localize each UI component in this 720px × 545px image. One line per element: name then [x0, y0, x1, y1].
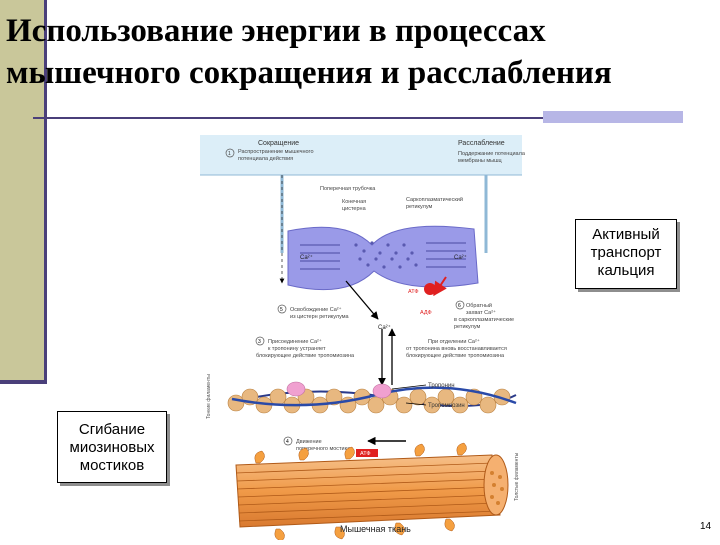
label-ca-right: Ca²⁺	[454, 254, 467, 261]
label-atp: АТФ	[408, 289, 419, 295]
sarcolemma-band	[200, 135, 522, 175]
step3-line3: блокирующее действие тропомиозина	[256, 352, 355, 359]
svg-text:6: 6	[458, 303, 461, 309]
step4-line2: поперечного мостика	[296, 446, 351, 452]
step3b-line3: блокирующее действие тропомиозина	[406, 352, 505, 359]
callout-active-transport-line1: Активный	[592, 226, 660, 243]
relax-line2: мембраны мышц	[458, 158, 502, 164]
step1-marker	[225, 148, 235, 158]
title-accent-block	[543, 111, 683, 123]
step6-line2: захват Ca²⁺	[466, 309, 496, 316]
svg-text:5: 5	[280, 307, 283, 313]
label-thin-filament: Тонкие филаменты	[206, 374, 212, 419]
atp-pump	[424, 283, 436, 295]
label-tropomyosin: Тропомиозин	[428, 403, 465, 409]
accent-bar	[0, 0, 47, 384]
svg-text:4: 4	[286, 439, 289, 445]
muscle-contraction-diagram: Сокращение Расслабление 1 Распространени…	[196, 133, 526, 542]
svg-text:1: 1	[228, 151, 231, 157]
step5-line2: из цистерн ретикулума	[290, 314, 350, 320]
label-t-tubule: Поперечная трубочка	[320, 186, 376, 192]
label-sr-2: ретикулум	[406, 204, 433, 210]
ca-stores	[354, 241, 418, 269]
step6-line1: Обратный	[466, 302, 492, 309]
label-cistern-1: Конечная	[342, 199, 366, 205]
step3-line2: к тропонину устраняет	[268, 346, 326, 352]
step6-line3: в саркоплазматические	[454, 317, 514, 323]
diagram-svg: Сокращение Расслабление 1 Распространени…	[200, 135, 526, 542]
step1-line1: Распространение мышечного	[238, 149, 314, 155]
callout-myosin-line2: миозиновых	[69, 439, 155, 456]
sr-striations	[300, 242, 466, 270]
label-thick-filament: Толстые филаменты	[514, 452, 520, 501]
atp-tag	[356, 449, 378, 457]
label-contraction: Сокращение	[258, 140, 299, 147]
step4-line1: Движение	[296, 439, 322, 445]
page-title: Использование энергии в процессах мышечн…	[6, 13, 612, 91]
callout-myosin-line1: Сгибание	[78, 421, 146, 438]
callout-myosin-bending: Сгибание миозиновых мостиков	[57, 411, 167, 483]
thick-filament-bundle	[235, 442, 509, 542]
thin-filament	[227, 381, 517, 414]
step3b-line1: При отделении Ca²⁺	[428, 338, 480, 345]
step1-line2: потенциала действия	[238, 155, 293, 162]
label-troponin: Тропонин	[428, 383, 455, 389]
callout-active-transport: Активный транспорт кальция	[575, 219, 677, 289]
title-underline	[33, 117, 543, 119]
step5-line1: Освобождение Ca²⁺	[290, 306, 342, 313]
label-cistern-2: цистерна	[342, 206, 367, 212]
label-adp: АДФ	[420, 310, 432, 316]
troponin-right	[372, 383, 392, 399]
label-atp-myosin: АТФ	[360, 451, 371, 457]
accent-bar-foot	[0, 380, 47, 384]
svg-text:3: 3	[258, 339, 261, 345]
step3-line1: Присоединение Ca²⁺	[268, 338, 322, 345]
callout-myosin-line3: мостиков	[79, 457, 145, 474]
figure-caption: Мышечная ткань	[340, 524, 411, 534]
label-ca-left: Ca²⁺	[300, 254, 313, 261]
label-ca-flow: Ca²⁺	[378, 324, 391, 331]
relax-line1: Поддержание потенциала	[458, 151, 526, 157]
callout-active-transport-line3: кальция	[597, 262, 655, 279]
step3b-line2: от тропонина вновь восстанавливается	[406, 346, 507, 352]
myosin-heads	[254, 442, 467, 542]
troponin-left	[286, 381, 306, 397]
sarcoplasmic-reticulum	[287, 225, 479, 291]
label-sr-1: Саркоплазматический	[406, 196, 463, 203]
callout-active-transport-line2: транспорт	[590, 244, 662, 261]
page-number: 14	[700, 521, 712, 532]
label-relaxation: Расслабление	[458, 139, 505, 147]
step6-line4: ретикулум	[454, 324, 481, 330]
